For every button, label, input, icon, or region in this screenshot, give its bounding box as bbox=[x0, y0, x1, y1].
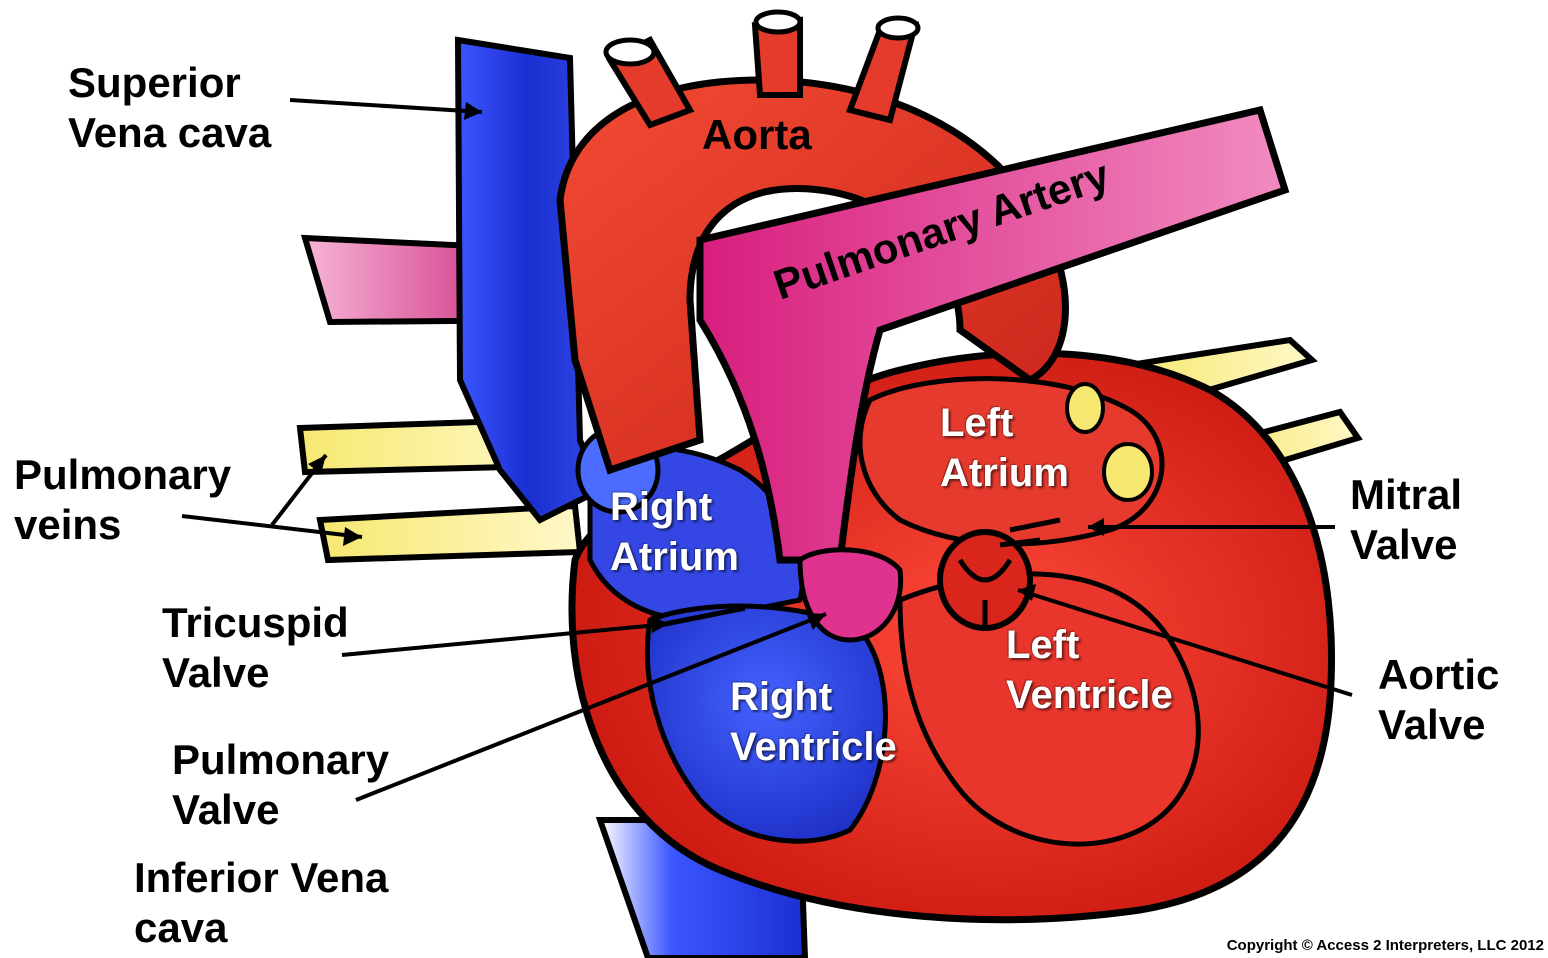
pulmonary-vein-opening-lower bbox=[1104, 444, 1152, 500]
label-aortic-valve: Aortic Valve bbox=[1378, 650, 1499, 750]
label-mitral-valve: Mitral Valve bbox=[1350, 470, 1462, 570]
left-carotid-opening bbox=[756, 12, 800, 32]
arrow-superior-vena-cava bbox=[290, 100, 482, 112]
label-left-atrium: Left Atrium bbox=[940, 398, 1069, 498]
label-right-ventricle: Right Ventricle bbox=[730, 672, 897, 772]
label-inferior-vena-cava: Inferior Vena cava bbox=[134, 853, 388, 953]
label-superior-vena-cava: Superior Vena cava bbox=[68, 58, 271, 158]
copyright-notice: Copyright © Access 2 Interpreters, LLC 2… bbox=[1227, 937, 1544, 954]
label-left-ventricle: Left Ventricle bbox=[1006, 620, 1173, 720]
label-aorta: Aorta bbox=[702, 110, 812, 160]
label-right-atrium: Right Atrium bbox=[610, 482, 739, 582]
label-tricuspid-valve: Tricuspid Valve bbox=[162, 598, 349, 698]
label-pulmonary-valve: Pulmonary Valve bbox=[172, 735, 389, 835]
label-pulmonary-veins: Pulmonary veins bbox=[14, 450, 231, 550]
left-subclavian-opening bbox=[878, 18, 918, 38]
brachiocephalic-opening bbox=[606, 40, 654, 64]
pulmonary-vein-opening-upper bbox=[1067, 384, 1103, 432]
